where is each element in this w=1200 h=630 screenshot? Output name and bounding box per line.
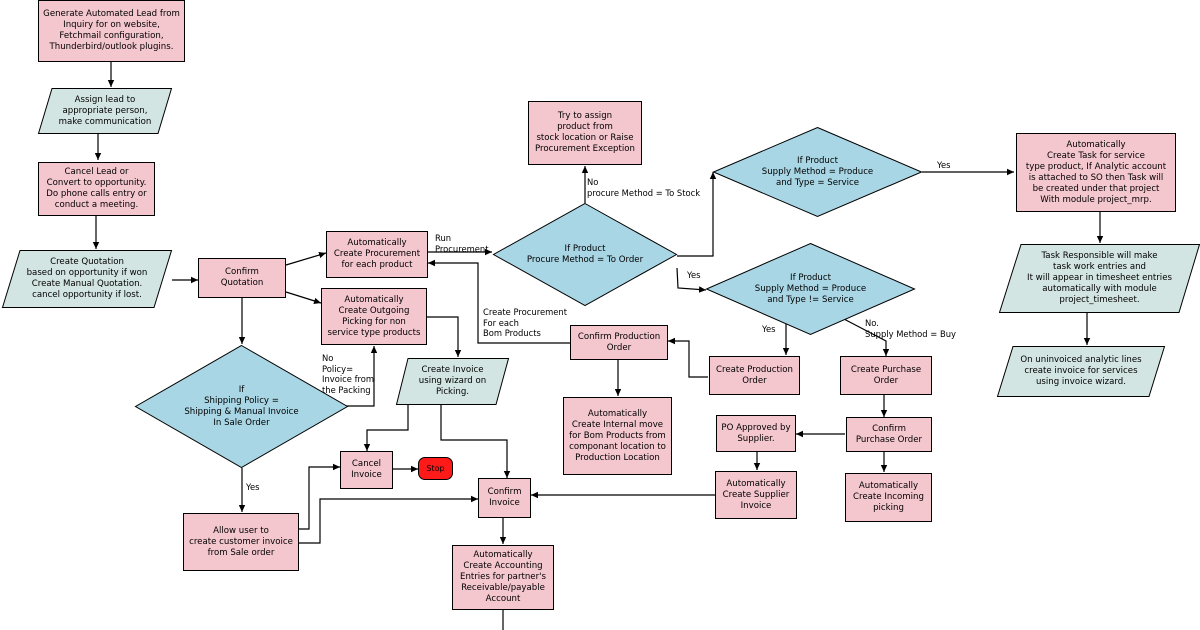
node-task-responsible: Task Responsible will make task work ent…: [998, 244, 1200, 313]
label-create-procurement-bom: Create Procurement For each Bom Products: [483, 307, 568, 338]
node-create-quotation: Create Quotation based on opportunity if…: [1, 250, 173, 308]
create-quotation-shape: [1, 250, 173, 308]
node-confirm-invoice: Confirm Invoice: [478, 478, 531, 518]
node-assign-lead: Assign lead to appropriate person, make …: [37, 88, 173, 134]
node-create-purchase-order: Create Purchase Order: [840, 356, 932, 395]
node-try-assign-product: Try to assign product from stock locatio…: [528, 101, 642, 165]
edge-wizard-to-confirm-invoice: [440, 405, 511, 478]
node-auto-procurement: Automatically Create Procurement for eac…: [326, 231, 428, 278]
shipping-policy-shape: [134, 344, 349, 469]
node-auto-incoming-picking: Automatically Create Incoming picking: [845, 473, 932, 522]
invoice-wizard-shape: [395, 358, 510, 405]
node-auto-outgoing-picking: Automatically Create Outgoing Picking fo…: [321, 288, 427, 345]
label-no-policy: No Policy= Invoice from the Packing: [322, 353, 375, 395]
node-confirm-purchase-order: Confirm Purchase Order: [846, 417, 932, 452]
edge-confirm-production-to-procurement: [428, 259, 570, 344]
node-auto-supplier-invoice: Automatically Create Supplier Invoice: [715, 471, 797, 519]
node-confirm-quotation: Confirm Quotation: [198, 258, 286, 298]
node-supply-non-service-decision: If Product Supply Method = Produce and T…: [705, 242, 916, 336]
node-create-production-order: Create Production Order: [709, 356, 800, 395]
node-allow-user-invoice: Allow user to create customer invoice fr…: [183, 513, 299, 571]
edge-procure-method-to-supply-service: [677, 172, 717, 257]
label-yes-allow: Yes: [246, 482, 260, 492]
node-auto-internal-move: Automatically Create Internal move for B…: [563, 397, 672, 475]
node-po-approved: PO Approved by Supplier.: [716, 415, 796, 452]
supply-non-service-shape: [705, 242, 916, 336]
edge-picking-to-invoice-wizard: [426, 316, 462, 357]
node-cancel-lead: Cancel Lead or Convert to opportunity. D…: [38, 162, 155, 216]
edge-wizard-to-cancel-invoice: [363, 405, 409, 451]
uninvoiced-shape: [996, 346, 1166, 397]
procure-method-shape: [492, 202, 678, 307]
edge-confirm-to-picking: [285, 291, 322, 304]
label-yes-to-order: Yes: [687, 270, 701, 280]
label-no-buy: No. Supply Method = Buy: [865, 318, 956, 339]
node-supply-service-decision: If Product Supply Method = Produce and T…: [712, 126, 923, 218]
node-auto-task: Automatically Create Task for service ty…: [1016, 133, 1176, 212]
supply-service-shape: [712, 126, 923, 218]
edge-production-to-confirm-production: [668, 337, 708, 378]
label-run-procurement: Run Procurement: [435, 233, 489, 254]
node-shipping-policy-decision: If Shipping Policy = Shipping & Manual I…: [134, 344, 349, 469]
edge-confirm-to-procurement: [285, 251, 327, 266]
edge-procure-method-to-supply-non-service: [676, 267, 707, 293]
label-yes-production: Yes: [762, 324, 776, 334]
edge-allow-user-to-cancel-invoice: [299, 463, 340, 530]
task-responsible-shape: [998, 244, 1200, 313]
edge-supply-non-service-to-purchase: [841, 317, 890, 356]
node-procure-method-decision: If Product Procure Method = To Order: [492, 202, 678, 307]
node-generate-lead: Generate Automated Lead from Inquiry for…: [38, 0, 185, 62]
node-confirm-production-order: Confirm Production Order: [570, 325, 668, 360]
node-cancel-invoice: Cancel Invoice: [340, 451, 393, 489]
node-stop: Stop: [418, 457, 453, 480]
assign-lead-shape: [37, 88, 173, 134]
node-uninvoiced-lines: On uninvoiced analytic lines create invo…: [996, 346, 1166, 397]
label-no-to-stock: No procure Method = To Stock: [587, 177, 701, 198]
node-auto-accounting-entries: Automatically Create Accounting Entries …: [452, 545, 554, 610]
node-create-invoice-wizard: Create Invoice using wizard on Picking.: [395, 358, 510, 405]
label-yes-service: Yes: [937, 160, 951, 170]
edge-allow-user-to-confirm-invoice: [299, 495, 478, 544]
